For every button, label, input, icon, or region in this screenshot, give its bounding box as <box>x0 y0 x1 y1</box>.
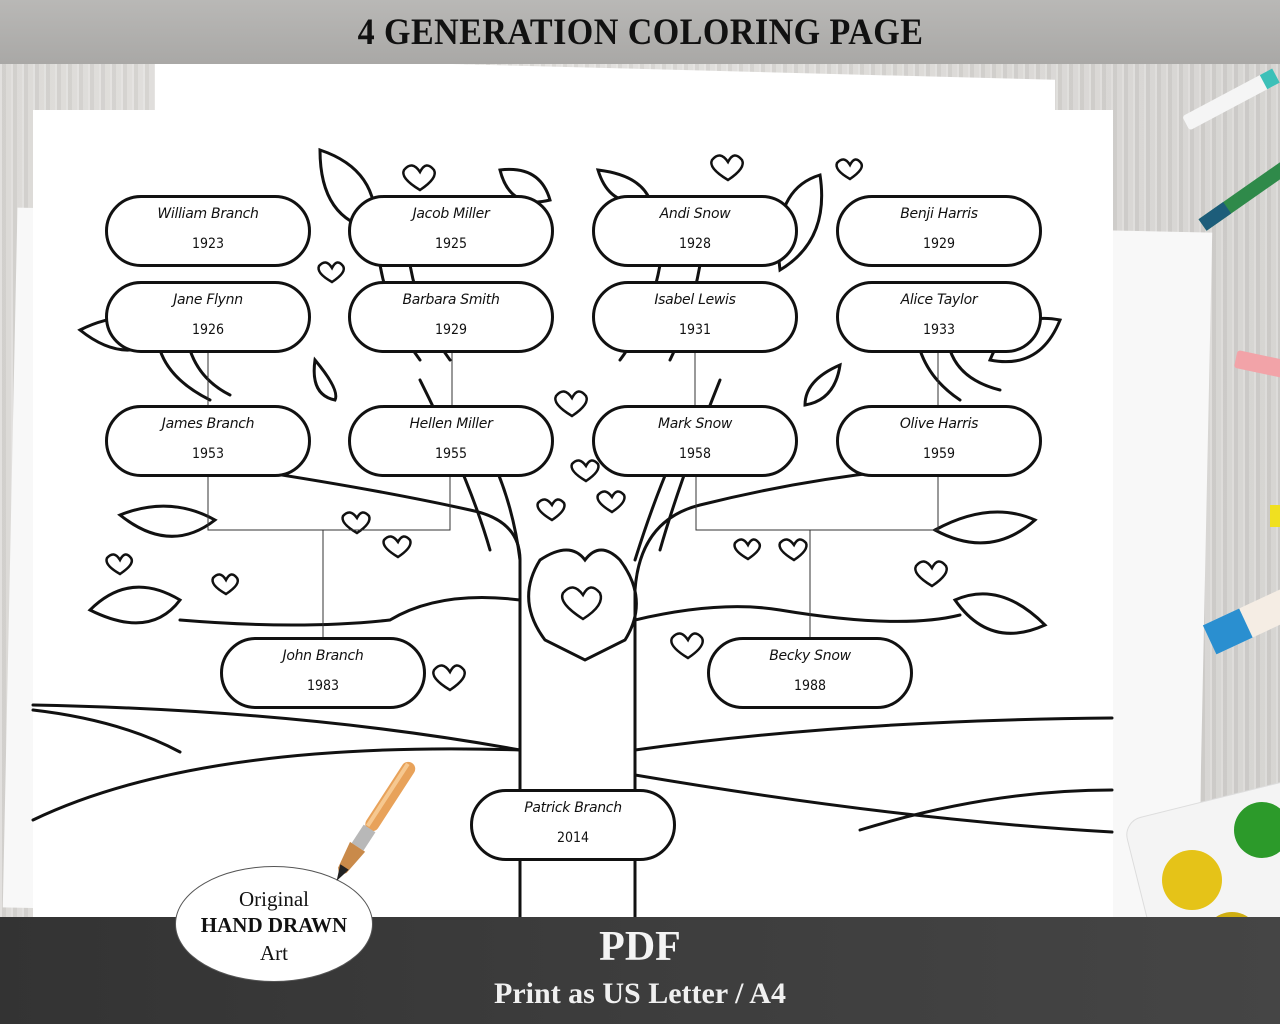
person-year: 1988 <box>793 678 827 694</box>
person-node: Andi Snow 1928 <box>592 195 798 267</box>
person-node: John Branch 1983 <box>220 637 426 709</box>
person-node: Patrick Branch 2014 <box>470 789 676 861</box>
person-node: Jane Flynn 1926 <box>105 281 311 353</box>
person-node: Benji Harris 1929 <box>836 195 1042 267</box>
person-name: James Branch <box>161 416 255 432</box>
person-node: Isabel Lewis 1931 <box>592 281 798 353</box>
person-name: Hellen Miller <box>409 416 493 432</box>
person-name: John Branch <box>282 648 364 664</box>
person-year: 1953 <box>191 446 225 462</box>
page-title: 4 GENERATION COLORING PAGE <box>357 11 923 53</box>
person-year: 1928 <box>678 236 712 252</box>
person-node: William Branch 1923 <box>105 195 311 267</box>
person-name: Andi Snow <box>659 206 731 222</box>
person-node: Olive Harris 1959 <box>836 405 1042 477</box>
person-year: 1955 <box>434 446 468 462</box>
person-year: 1923 <box>191 236 225 252</box>
person-node: Mark Snow 1958 <box>592 405 798 477</box>
person-name: Alice Taylor <box>900 292 978 308</box>
person-node: Becky Snow 1988 <box>707 637 913 709</box>
person-year: 2014 <box>556 830 590 846</box>
badge-line-3: Art <box>260 941 288 965</box>
person-year: 1929 <box>922 236 956 252</box>
person-year: 1931 <box>678 322 712 338</box>
hand-drawn-badge: Original HAND DRAWN Art <box>175 866 373 982</box>
person-year: 1929 <box>434 322 468 338</box>
person-node: James Branch 1953 <box>105 405 311 477</box>
person-name: Benji Harris <box>900 206 978 222</box>
person-year: 1959 <box>922 446 956 462</box>
badge-line-1: Original <box>239 887 309 911</box>
person-name: Isabel Lewis <box>654 292 736 308</box>
person-node: Jacob Miller 1925 <box>348 195 554 267</box>
top-banner: 4 GENERATION COLORING PAGE <box>0 0 1280 64</box>
badge-line-2: HAND DRAWN <box>200 913 348 937</box>
person-year: 1983 <box>306 678 340 694</box>
person-node: Barbara Smith 1929 <box>348 281 554 353</box>
person-year: 1926 <box>191 322 225 338</box>
person-node: Alice Taylor 1933 <box>836 281 1042 353</box>
person-name: Patrick Branch <box>524 800 622 816</box>
person-name: William Branch <box>157 206 259 222</box>
person-year: 1933 <box>922 322 956 338</box>
person-name: Barbara Smith <box>402 292 500 308</box>
person-name: Jacob Miller <box>412 206 490 222</box>
person-name: Mark Snow <box>657 416 733 432</box>
person-name: Olive Harris <box>899 416 979 432</box>
person-name: Becky Snow <box>769 648 851 664</box>
person-year: 1925 <box>434 236 468 252</box>
person-node: Hellen Miller 1955 <box>348 405 554 477</box>
print-info: Print as US Letter / A4 <box>494 977 786 1010</box>
person-year: 1958 <box>678 446 712 462</box>
format-label: PDF <box>599 924 681 970</box>
person-name: Jane Flynn <box>173 292 243 308</box>
